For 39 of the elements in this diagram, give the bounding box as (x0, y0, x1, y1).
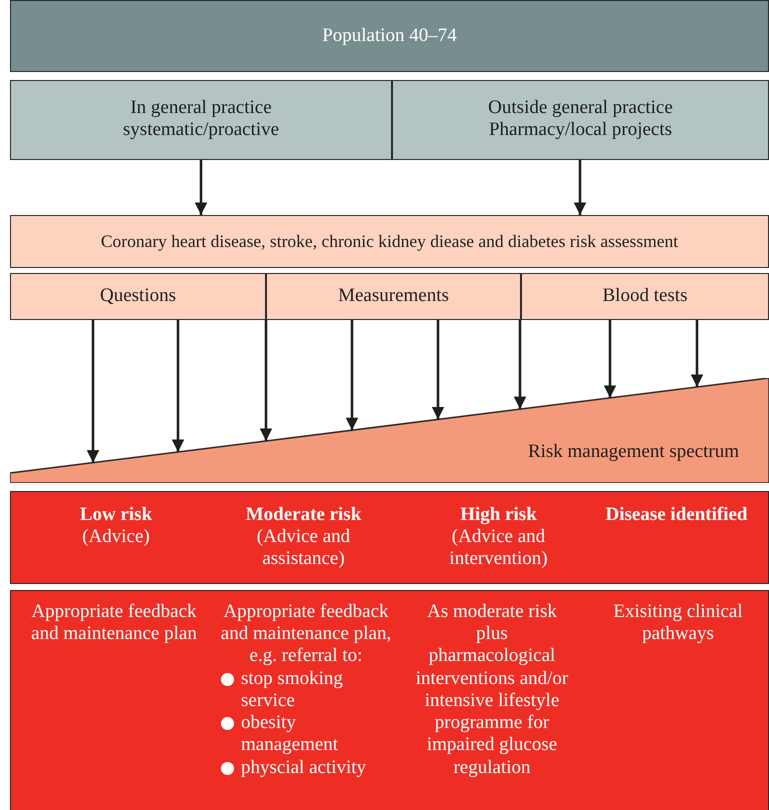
risk-level-title: Low risk (80, 504, 152, 526)
node-text: Appropriate feedback and maintenance plan, e.g. referral to: (220, 601, 392, 668)
arrow (346, 320, 358, 430)
assessment-box (521, 273, 769, 320)
arrow (172, 320, 184, 452)
node-text: Questions (100, 285, 176, 308)
node-text: Appropriate feedback and maintenance plan (30, 601, 198, 646)
arrow (574, 160, 586, 215)
risk-level-title: High risk (460, 504, 537, 526)
risk-level-title: Disease identified (606, 504, 748, 526)
node-text: Population 40–74 (322, 24, 457, 48)
setting-box (10, 80, 392, 160)
node-text: In general practice systematic/proactive (122, 97, 280, 142)
risk-band (10, 491, 769, 584)
assessment-box (10, 215, 769, 268)
node-text: Exisiting clinical pathways (612, 601, 744, 646)
node-text: Outside general practice Pharmacy/local projects (487, 97, 674, 142)
node-text: As moderate risk plus pharmacological interventions and/or intensive lifestyle programme for impaired glucose regulation (414, 601, 570, 779)
node-text: Coronary heart disease, stroke, chronic kidney diease and diabetes risk assessment (100, 231, 678, 252)
risk-level-subtitle: (Advice) (82, 526, 150, 548)
arrow (690, 320, 704, 387)
risk-level-subtitle: (Advice and assistance) (256, 526, 352, 571)
node-text: Measurements (338, 285, 449, 308)
assessment-box (10, 273, 266, 320)
arrow (86, 320, 100, 463)
risk-level-title: Moderate risk (246, 504, 362, 526)
arrow (514, 320, 526, 410)
setting-box (392, 80, 769, 160)
node-text: Risk management spectrum (528, 440, 739, 463)
arrow (432, 320, 444, 420)
arrow (194, 160, 208, 215)
risk-band (10, 590, 769, 810)
assessment-box (266, 273, 521, 320)
node-text: Blood tests (602, 285, 688, 308)
risk-level-subtitle: (Advice and intervention) (448, 526, 549, 571)
population-box (10, 0, 769, 72)
bullet-item: physcial activity (219, 756, 366, 779)
arrow (260, 320, 272, 441)
arrow (604, 320, 616, 398)
